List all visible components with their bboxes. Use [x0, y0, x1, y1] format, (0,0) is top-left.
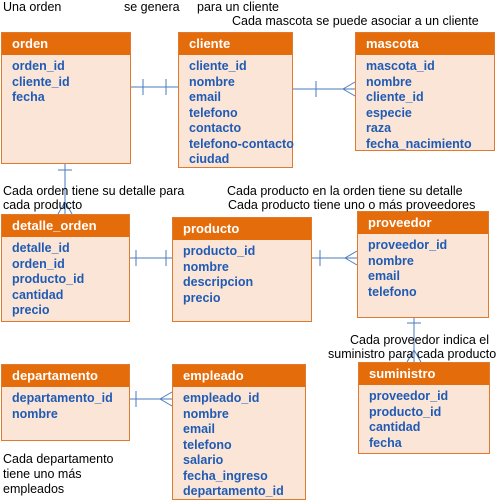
- note-cliente-mascota: Cada mascota se puede asociar a un clien…: [232, 14, 479, 28]
- entity-field: mascota_id: [366, 59, 435, 73]
- entity-field: telefono: [368, 284, 417, 299]
- entity-field: descripcion: [183, 275, 254, 289]
- entity-title: empleado: [173, 365, 305, 387]
- note-orden-cliente-right: para un cliente: [197, 0, 280, 14]
- link-orden-detalle-crow: [57, 201, 73, 215]
- entity-field: producto_id: [12, 272, 85, 286]
- entity-field: departamento_id: [12, 391, 113, 405]
- entity-field: nombre: [183, 406, 229, 421]
- note-proveedor-1: Cada proveedor indica el: [350, 333, 489, 347]
- entity-title: cliente: [179, 33, 292, 55]
- entity-field: empleado_id: [183, 391, 260, 405]
- note-orden-cliente-mid: se genera: [124, 0, 180, 14]
- entity-field: producto_id: [369, 404, 442, 419]
- entity-field: precio: [12, 303, 50, 317]
- entity-field: detalle_id: [12, 241, 70, 255]
- entity-field: producto_id: [183, 244, 256, 258]
- entity-field: precio: [183, 290, 221, 305]
- entity-field: nombre: [366, 74, 412, 89]
- link-producto-proveedor-crow: [344, 250, 358, 266]
- entity-title: mascota: [356, 33, 494, 55]
- entity-field: cliente_id: [12, 74, 70, 89]
- entity-field: telefono: [189, 105, 238, 120]
- link-cliente-mascota-crow: [342, 81, 356, 97]
- entity-field: fecha_ingreso: [183, 468, 268, 483]
- note-departamento-1: Cada departamento: [3, 452, 114, 466]
- entity-title: orden: [2, 33, 130, 55]
- note-producto-2: Cada producto tiene uno o más proveedore…: [228, 198, 476, 212]
- entity-field: orden_id: [12, 59, 65, 73]
- link-proveedor-suministro-crow: [406, 349, 422, 363]
- entity-field: telefono-contacto: [189, 136, 294, 151]
- entity-field: proveedor_id: [369, 389, 449, 403]
- entity-title: producto: [173, 218, 311, 240]
- entity-field: proveedor_id: [368, 238, 448, 252]
- note-departamento-3: empleados: [3, 482, 65, 496]
- entity-field: nombre: [189, 74, 235, 89]
- entity-title: proveedor: [358, 212, 488, 234]
- entity-field: email: [368, 269, 400, 283]
- entity-field: salario: [183, 453, 224, 467]
- note-orden-detalle-2: cada producto: [3, 198, 83, 212]
- entity-field: fecha: [369, 435, 402, 450]
- entity-field: ciudad: [189, 152, 230, 166]
- note-orden-detalle-1: Cada orden tiene su detalle para: [3, 184, 185, 198]
- entity-field: cliente_id: [189, 59, 247, 73]
- entity-field: cantidad: [12, 287, 64, 302]
- entity-field: telefono: [183, 437, 232, 452]
- entity-field: nombre: [183, 259, 229, 274]
- entity-field: contacto: [189, 121, 242, 135]
- entity-field: email: [189, 90, 221, 104]
- note-orden-cliente-left: Una orden: [3, 0, 62, 14]
- entity-title: detalle_orden: [2, 215, 129, 237]
- entity-field: fecha: [12, 90, 45, 104]
- entity-field: departamento_id: [183, 484, 284, 498]
- entity-field: nombre: [368, 253, 414, 268]
- entity-field: fecha_nacimiento: [366, 136, 472, 151]
- entity-field: email: [183, 422, 215, 436]
- note-departamento-2: tiene uno más: [3, 467, 82, 481]
- note-producto-1: Cada producto en la orden tiene su detal…: [227, 184, 463, 198]
- entity-title: suministro: [359, 363, 489, 385]
- note-proveedor-2: suministro para cada producto: [328, 347, 497, 361]
- entity-field: cantidad: [369, 420, 421, 434]
- entity-field: nombre: [12, 406, 58, 421]
- entity-title: departamento: [2, 365, 129, 387]
- link-departamento-empleado-crow: [159, 391, 173, 407]
- entity-field: raza: [366, 121, 392, 135]
- entity-field: cliente_id: [366, 90, 424, 104]
- entity-field: orden_id: [12, 256, 65, 271]
- entity-field: especie: [366, 105, 412, 120]
